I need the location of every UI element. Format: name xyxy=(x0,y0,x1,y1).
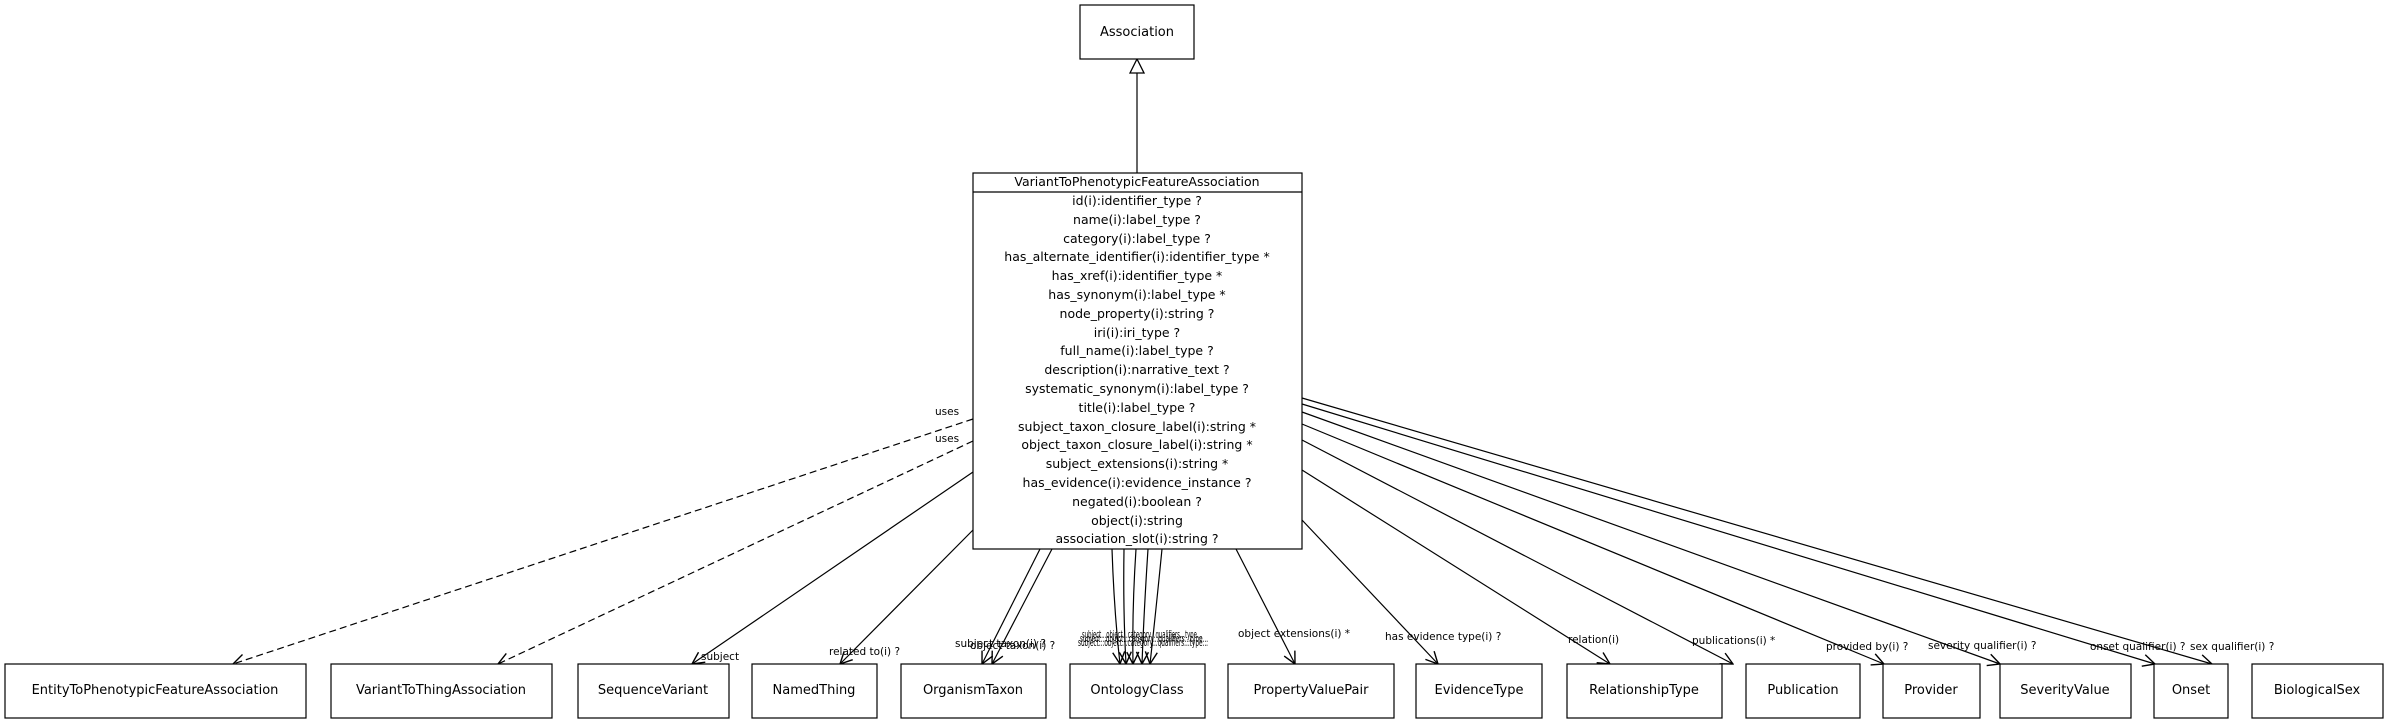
edges xyxy=(233,59,2212,664)
class-severity-value[interactable]: SeverityValue xyxy=(1999,663,2132,719)
uses-edge-variant-to-thing xyxy=(498,440,974,664)
edge-object-taxon xyxy=(992,548,1053,664)
attribute-row: has_evidence(i):evidence_instance ? xyxy=(1023,475,1252,490)
attribute-row: association_slot(i):string ? xyxy=(1056,531,1219,546)
edge-label-relation: relation(i) xyxy=(1568,634,1619,646)
edge-label-object-taxon: object taxon(i) ? xyxy=(970,640,1055,652)
class-named-thing[interactable]: NamedThing xyxy=(751,663,878,719)
class-name: OrganismTaxon xyxy=(923,683,1023,698)
edge-label-uses-2: uses xyxy=(935,433,959,445)
attribute-row: subject_taxon_closure_label(i):string * xyxy=(1018,419,1256,434)
edge-related-to xyxy=(840,529,974,664)
attribute-row: category(i):label_type ? xyxy=(1063,231,1211,246)
class-entity-to-phenotypic-feature-association[interactable]: EntityToPhenotypicFeatureAssociation xyxy=(4,663,307,719)
class-relationship-type[interactable]: RelationshipType xyxy=(1566,663,1723,719)
edge-has-evidence-type xyxy=(1301,519,1438,664)
class-property-value-pair[interactable]: PropertyValuePair xyxy=(1227,663,1395,719)
attribute-row: name(i):label_type ? xyxy=(1073,212,1201,227)
class-name: RelationshipType xyxy=(1589,683,1699,698)
main-class-name: VariantToPhenotypicFeatureAssociation xyxy=(1014,174,1259,189)
edge-object-extensions xyxy=(1235,548,1295,664)
target-classes: EntityToPhenotypicFeatureAssociation Var… xyxy=(4,663,2384,719)
edge-label-uses-1: uses xyxy=(935,406,959,418)
edge-onset-qualifier xyxy=(1301,403,2155,664)
edge-ontology-4 xyxy=(1142,548,1148,664)
edge-provided-by xyxy=(1301,423,1884,664)
edge-publications xyxy=(1301,439,1733,664)
edge-label-ontology-overlap: subject...object...category...qualifiers… xyxy=(1082,629,1202,641)
class-name: EntityToPhenotypicFeatureAssociation xyxy=(32,683,279,698)
edge-label-sex-qualifier: sex qualifier(i) ? xyxy=(2190,641,2274,653)
class-name: VariantToThingAssociation xyxy=(356,683,526,698)
attribute-row: title(i):label_type ? xyxy=(1079,400,1196,415)
class-provider[interactable]: Provider xyxy=(1882,663,1981,719)
attribute-row: object_taxon_closure_label(i):string * xyxy=(1021,437,1252,452)
class-sequence-variant[interactable]: SequenceVariant xyxy=(577,663,730,719)
edge-severity-qualifier xyxy=(1301,411,2000,664)
attribute-row: object(i):string xyxy=(1091,513,1183,528)
attribute-list: id(i):identifier_type ? name(i):label_typ… xyxy=(1004,193,1269,546)
edge-relation xyxy=(1301,469,1610,664)
edge-label-ontology-overlap-3: subject...object...category...qualifiers… xyxy=(1078,637,1208,649)
edge-label-subject: subject xyxy=(701,651,739,663)
class-organism-taxon[interactable]: OrganismTaxon xyxy=(900,663,1047,719)
edge-subject-taxon xyxy=(982,548,1041,664)
attribute-row: has_alternate_identifier(i):identifier_t… xyxy=(1004,249,1269,264)
edge-label-provided-by: provided by(i) ? xyxy=(1826,641,1908,653)
edge-sex-qualifier xyxy=(1301,397,2212,664)
edge-subject xyxy=(692,471,974,664)
class-publication[interactable]: Publication xyxy=(1745,663,1861,719)
attribute-row: id(i):identifier_type ? xyxy=(1072,193,1202,208)
class-name: BiologicalSex xyxy=(2274,683,2361,698)
attribute-row: full_name(i):label_type ? xyxy=(1060,343,1213,358)
edge-label-onset-qualifier: onset qualifier(i) ? xyxy=(2090,641,2185,653)
class-name: NamedThing xyxy=(773,683,856,698)
edge-ontology-5 xyxy=(1150,548,1163,664)
edge-label-object-extensions: object extensions(i) * xyxy=(1238,628,1350,640)
edge-label-severity-qualifier: severity qualifier(i) ? xyxy=(1928,640,2037,652)
edge-label-related-to: related to(i) ? xyxy=(829,646,900,658)
class-name: Provider xyxy=(1904,683,1958,698)
class-name: EvidenceType xyxy=(1434,683,1523,698)
attribute-row: has_synonym(i):label_type * xyxy=(1048,287,1225,302)
class-ontology-class[interactable]: OntologyClass xyxy=(1069,663,1206,719)
class-evidence-type[interactable]: EvidenceType xyxy=(1415,663,1543,719)
class-name: PropertyValuePair xyxy=(1254,683,1370,698)
attribute-row: iri(i):iri_type ? xyxy=(1094,325,1180,340)
class-variant-to-phenotypic-feature-association[interactable]: VariantToPhenotypicFeatureAssociation id… xyxy=(972,172,1303,550)
edge-label-has-evidence-type: has evidence type(i) ? xyxy=(1385,631,1501,643)
class-association[interactable]: Association xyxy=(1079,4,1195,60)
class-name: SequenceVariant xyxy=(598,683,708,698)
attribute-row: negated(i):boolean ? xyxy=(1072,494,1202,509)
edge-label-ontology-overlap-2: subject...object...category...qualifiers… xyxy=(1080,633,1208,645)
edge-labels: uses uses subject related to(i) ? subjec… xyxy=(701,406,2274,663)
attribute-row: node_property(i):string ? xyxy=(1060,306,1215,321)
class-name-association: Association xyxy=(1100,25,1174,40)
class-variant-to-thing-association[interactable]: VariantToThingAssociation xyxy=(330,663,553,719)
edge-ontology-2 xyxy=(1124,548,1126,664)
class-biological-sex[interactable]: BiologicalSex xyxy=(2251,663,2384,719)
uses-edge-entity-to-phenotypic xyxy=(233,418,974,664)
edge-label-subject-taxon: subject taxon(i) ? xyxy=(955,638,1046,650)
class-name: SeverityValue xyxy=(2020,683,2109,698)
class-name: OntologyClass xyxy=(1090,683,1183,698)
attribute-row: has_xref(i):identifier_type * xyxy=(1052,268,1223,283)
class-name: Onset xyxy=(2172,683,2210,698)
edge-label-publications: publications(i) * xyxy=(1692,635,1775,647)
class-onset[interactable]: Onset xyxy=(2153,663,2229,719)
class-name: Publication xyxy=(1767,683,1838,698)
attribute-row: systematic_synonym(i):label_type ? xyxy=(1025,381,1249,396)
attribute-row: description(i):narrative_text ? xyxy=(1044,362,1229,377)
attribute-row: subject_extensions(i):string * xyxy=(1046,456,1229,471)
edge-ontology-3 xyxy=(1133,548,1136,664)
